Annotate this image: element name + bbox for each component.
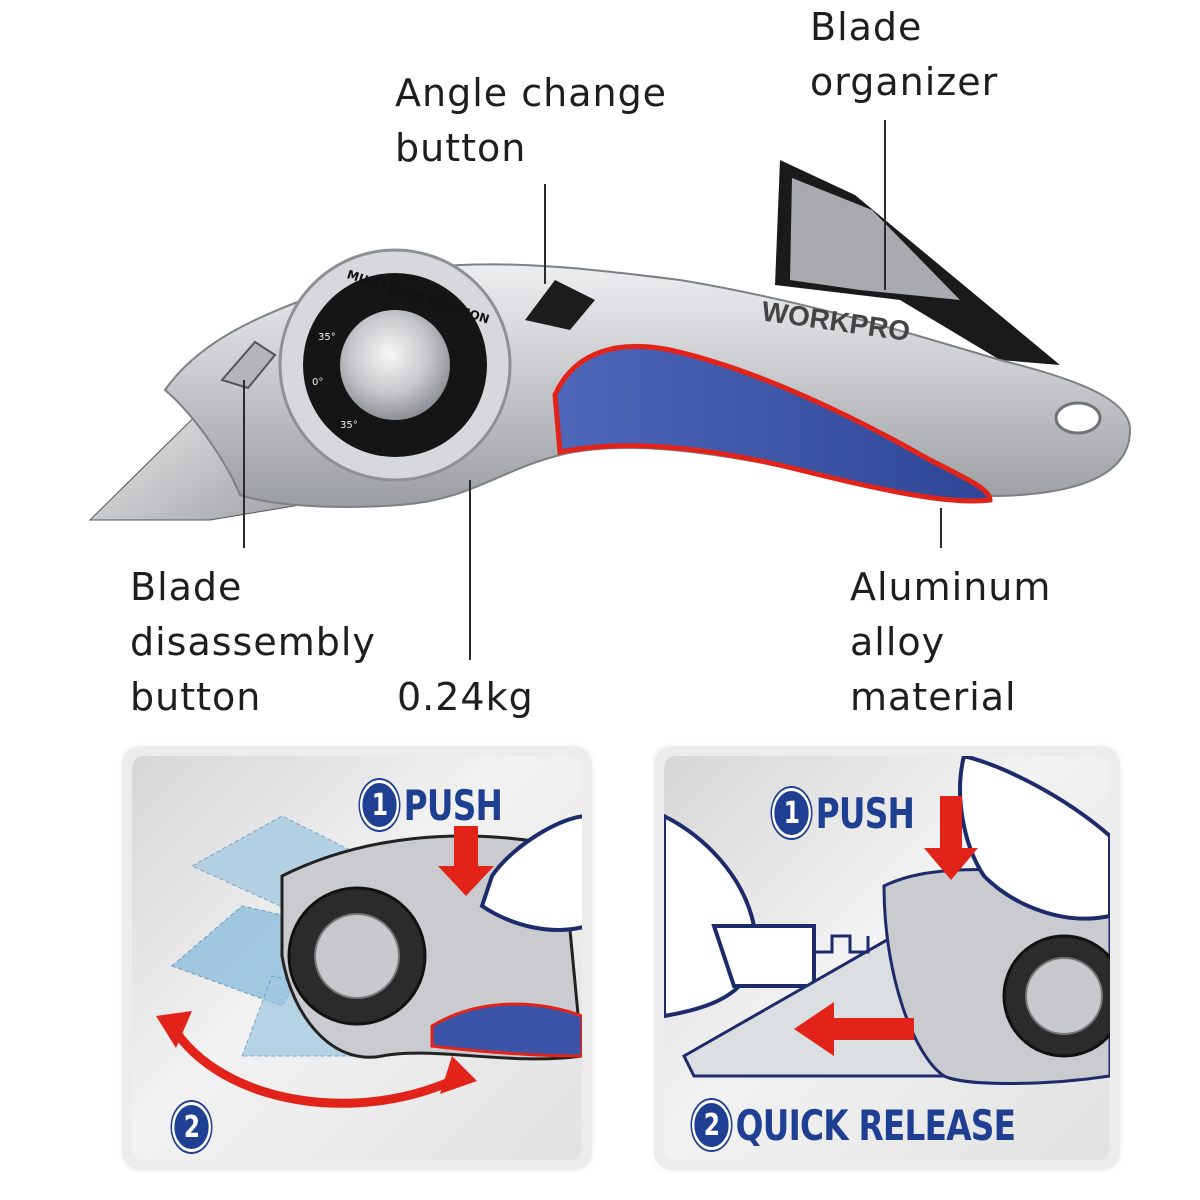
quick-release-illustration [664,756,1110,1085]
rubber-grip [552,343,993,504]
leader-angle-change [544,184,546,284]
label-blade-disassembly-button: Blade disassembly button [130,565,376,719]
step-2-text: QUICK RELEASE [735,1100,1016,1150]
step-1-number: 1 [772,788,811,838]
step-1-number: 1 [360,780,399,830]
step-2-number: 2 [172,1102,211,1152]
leader-weight [469,480,471,660]
label-blade-organizer: Blade organizer [810,5,999,104]
label-weight: 0.24kg [397,675,534,719]
lanyard-hole [1054,401,1102,435]
dial-mark-mid: 0° [312,377,323,388]
label-aluminum-alloy-material: Aluminum alloy material [850,565,1052,719]
step-1-text: PUSH [403,780,503,830]
dial-mark-top: 35° [318,332,336,343]
instruction-panel-angle: 1 PUSH 2 [122,746,592,1170]
step-2-quick-release: 2 QUICK RELEASE [692,1100,1016,1150]
step-1-push: 1 PUSH [360,780,503,830]
label-angle-change-button: Angle change button [395,71,668,170]
leader-blade-organizer [884,120,886,290]
step-1-push: 1 PUSH [772,788,915,838]
leader-aluminum [940,508,942,548]
angle-change-button [525,280,595,330]
step-1-text: PUSH [815,788,915,838]
leader-blade-disassembly [243,380,245,548]
instruction-panel-release: 1 PUSH 2 QUICK RELEASE [654,746,1120,1170]
step-2-number: 2 [692,1100,731,1150]
step-2-rotate: 2 [172,1102,211,1152]
angle-adjust-illustration [156,814,582,1108]
blade-organizer [775,160,1060,365]
dial-mark-bottom: 35° [340,420,358,431]
utility-knife-illustration: WORKPRO MULTI LOCK POSITION 35° 0° 35° [88,160,1132,521]
blade-disassembly-button [220,340,277,390]
lock-dial: MULTI LOCK POSITION [278,248,512,482]
